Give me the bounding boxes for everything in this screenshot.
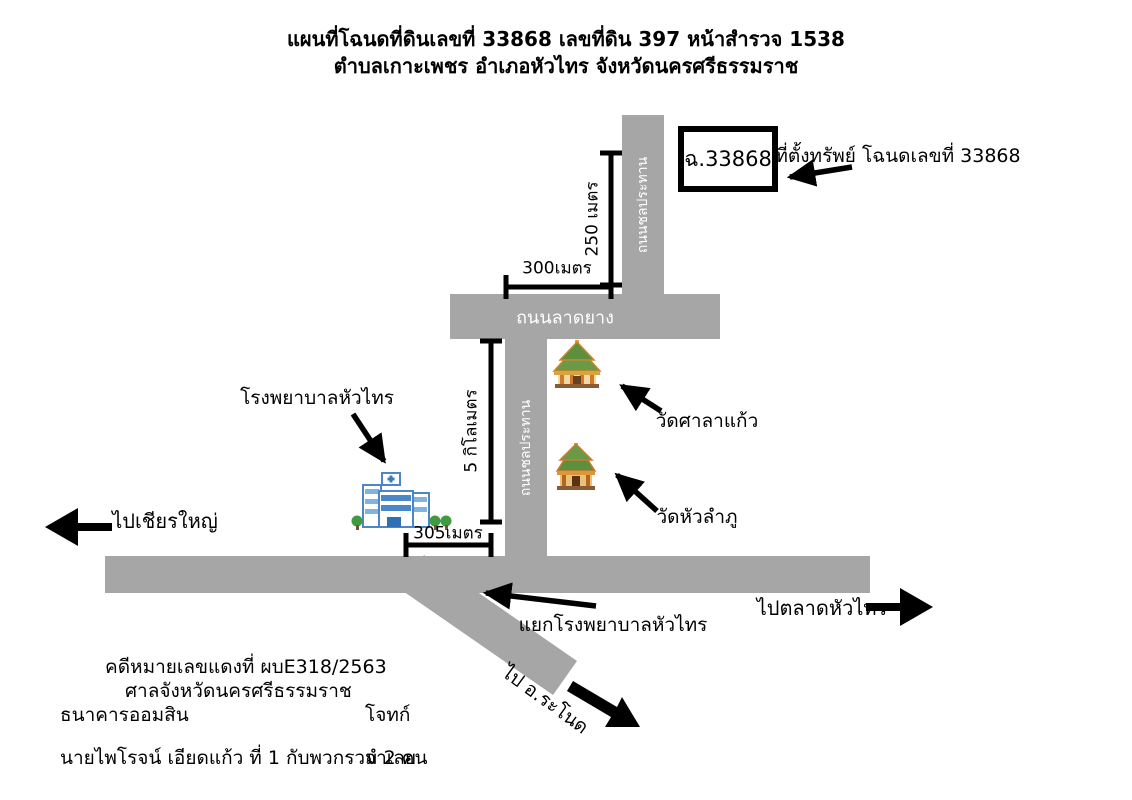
temple-sala-kaeo-label: วัดศาลาแก้ว xyxy=(655,410,759,432)
road-main-east-west xyxy=(105,556,870,593)
direction-west-label: ไปเชียรใหญ่ xyxy=(112,509,218,533)
case-plaintiff-role: โจทก์ xyxy=(365,704,411,726)
junction-arrow-icon xyxy=(482,582,597,610)
case-number: คดีหมายเลขแดงที่ ผบE318/2563 xyxy=(105,656,387,678)
road-paved-lad-yang xyxy=(450,294,720,339)
hospital-label: โรงพยาบาลหัวไทร xyxy=(240,387,394,409)
parcel-callout-label: ที่ตั้งทรัพย์ โฉนดเลขที่ 33868 xyxy=(775,145,1021,167)
dim-305m-line xyxy=(403,533,494,557)
temple-sala-kaeo-arrow-icon xyxy=(619,383,663,414)
dim-250m-label: 250 เมตร xyxy=(582,181,603,257)
road-canal-upper-label: ถนนชลประทาน xyxy=(635,156,651,254)
temple-sala-kaeo-icon xyxy=(552,340,602,388)
case-defendant-role: จำเลย xyxy=(365,747,417,769)
road-canal-lower xyxy=(505,339,547,557)
temple-hua-lamphu-label: วัดหัวลำภู xyxy=(656,506,738,528)
arrow-west-icon xyxy=(45,508,112,546)
road-canal-lower-label: ถนนชลประทาน xyxy=(518,399,534,497)
dim-300m-line xyxy=(503,275,614,299)
parcel-callout-arrow-icon xyxy=(786,159,853,187)
arrow-east-icon xyxy=(866,588,933,626)
direction-arrows xyxy=(45,508,933,727)
junction-label: แยกโรงพยาบาลหัวไทร xyxy=(518,614,708,636)
direction-east-label: ไปตลาดหัวไทร xyxy=(756,596,888,620)
temple-hua-lamphu-arrow-icon xyxy=(614,472,659,514)
dim-5km-line xyxy=(480,338,502,525)
map-title-line1: แผนที่โฉนดที่ดินเลขที่ 33868 เลขที่ดิน 3… xyxy=(287,27,845,51)
parcel-box-label: ฉ.33868 xyxy=(684,146,772,171)
case-court: ศาลจังหวัดนครศรีธรรมราช xyxy=(125,680,352,702)
dimension-lines xyxy=(403,150,622,557)
case-plaintiff: ธนาคารออมสิน xyxy=(60,704,189,726)
callout-arrows xyxy=(350,159,853,610)
dim-300m-label: 300เมตร xyxy=(522,258,592,279)
map-title: แผนที่โฉนดที่ดินเลขที่ 33868 เลขที่ดิน 3… xyxy=(0,26,1132,80)
roads xyxy=(105,115,870,695)
dim-305m-label: 305เมตร xyxy=(413,523,483,544)
dim-5km-label: 5 กิโลเมตร xyxy=(461,389,482,473)
hospital-icon xyxy=(351,472,452,530)
map-title-line2: ตำบลเกาะเพชร อำเภอหัวไทร จังหวัดนครศรีธร… xyxy=(333,54,799,78)
arrow-ranot-icon xyxy=(567,681,640,727)
road-canal-upper xyxy=(622,115,664,297)
hospital-arrow-icon xyxy=(350,412,387,464)
parcel-box: ฉ.33868 xyxy=(678,126,778,192)
road-paved-label: ถนนลาดยาง xyxy=(516,307,614,329)
temple-hua-lamphu-icon xyxy=(555,442,597,490)
case-defendant: นายไพโรจน์ เอียดแก้ว ที่ 1 กับพวกรวม 2 ค… xyxy=(60,747,428,769)
